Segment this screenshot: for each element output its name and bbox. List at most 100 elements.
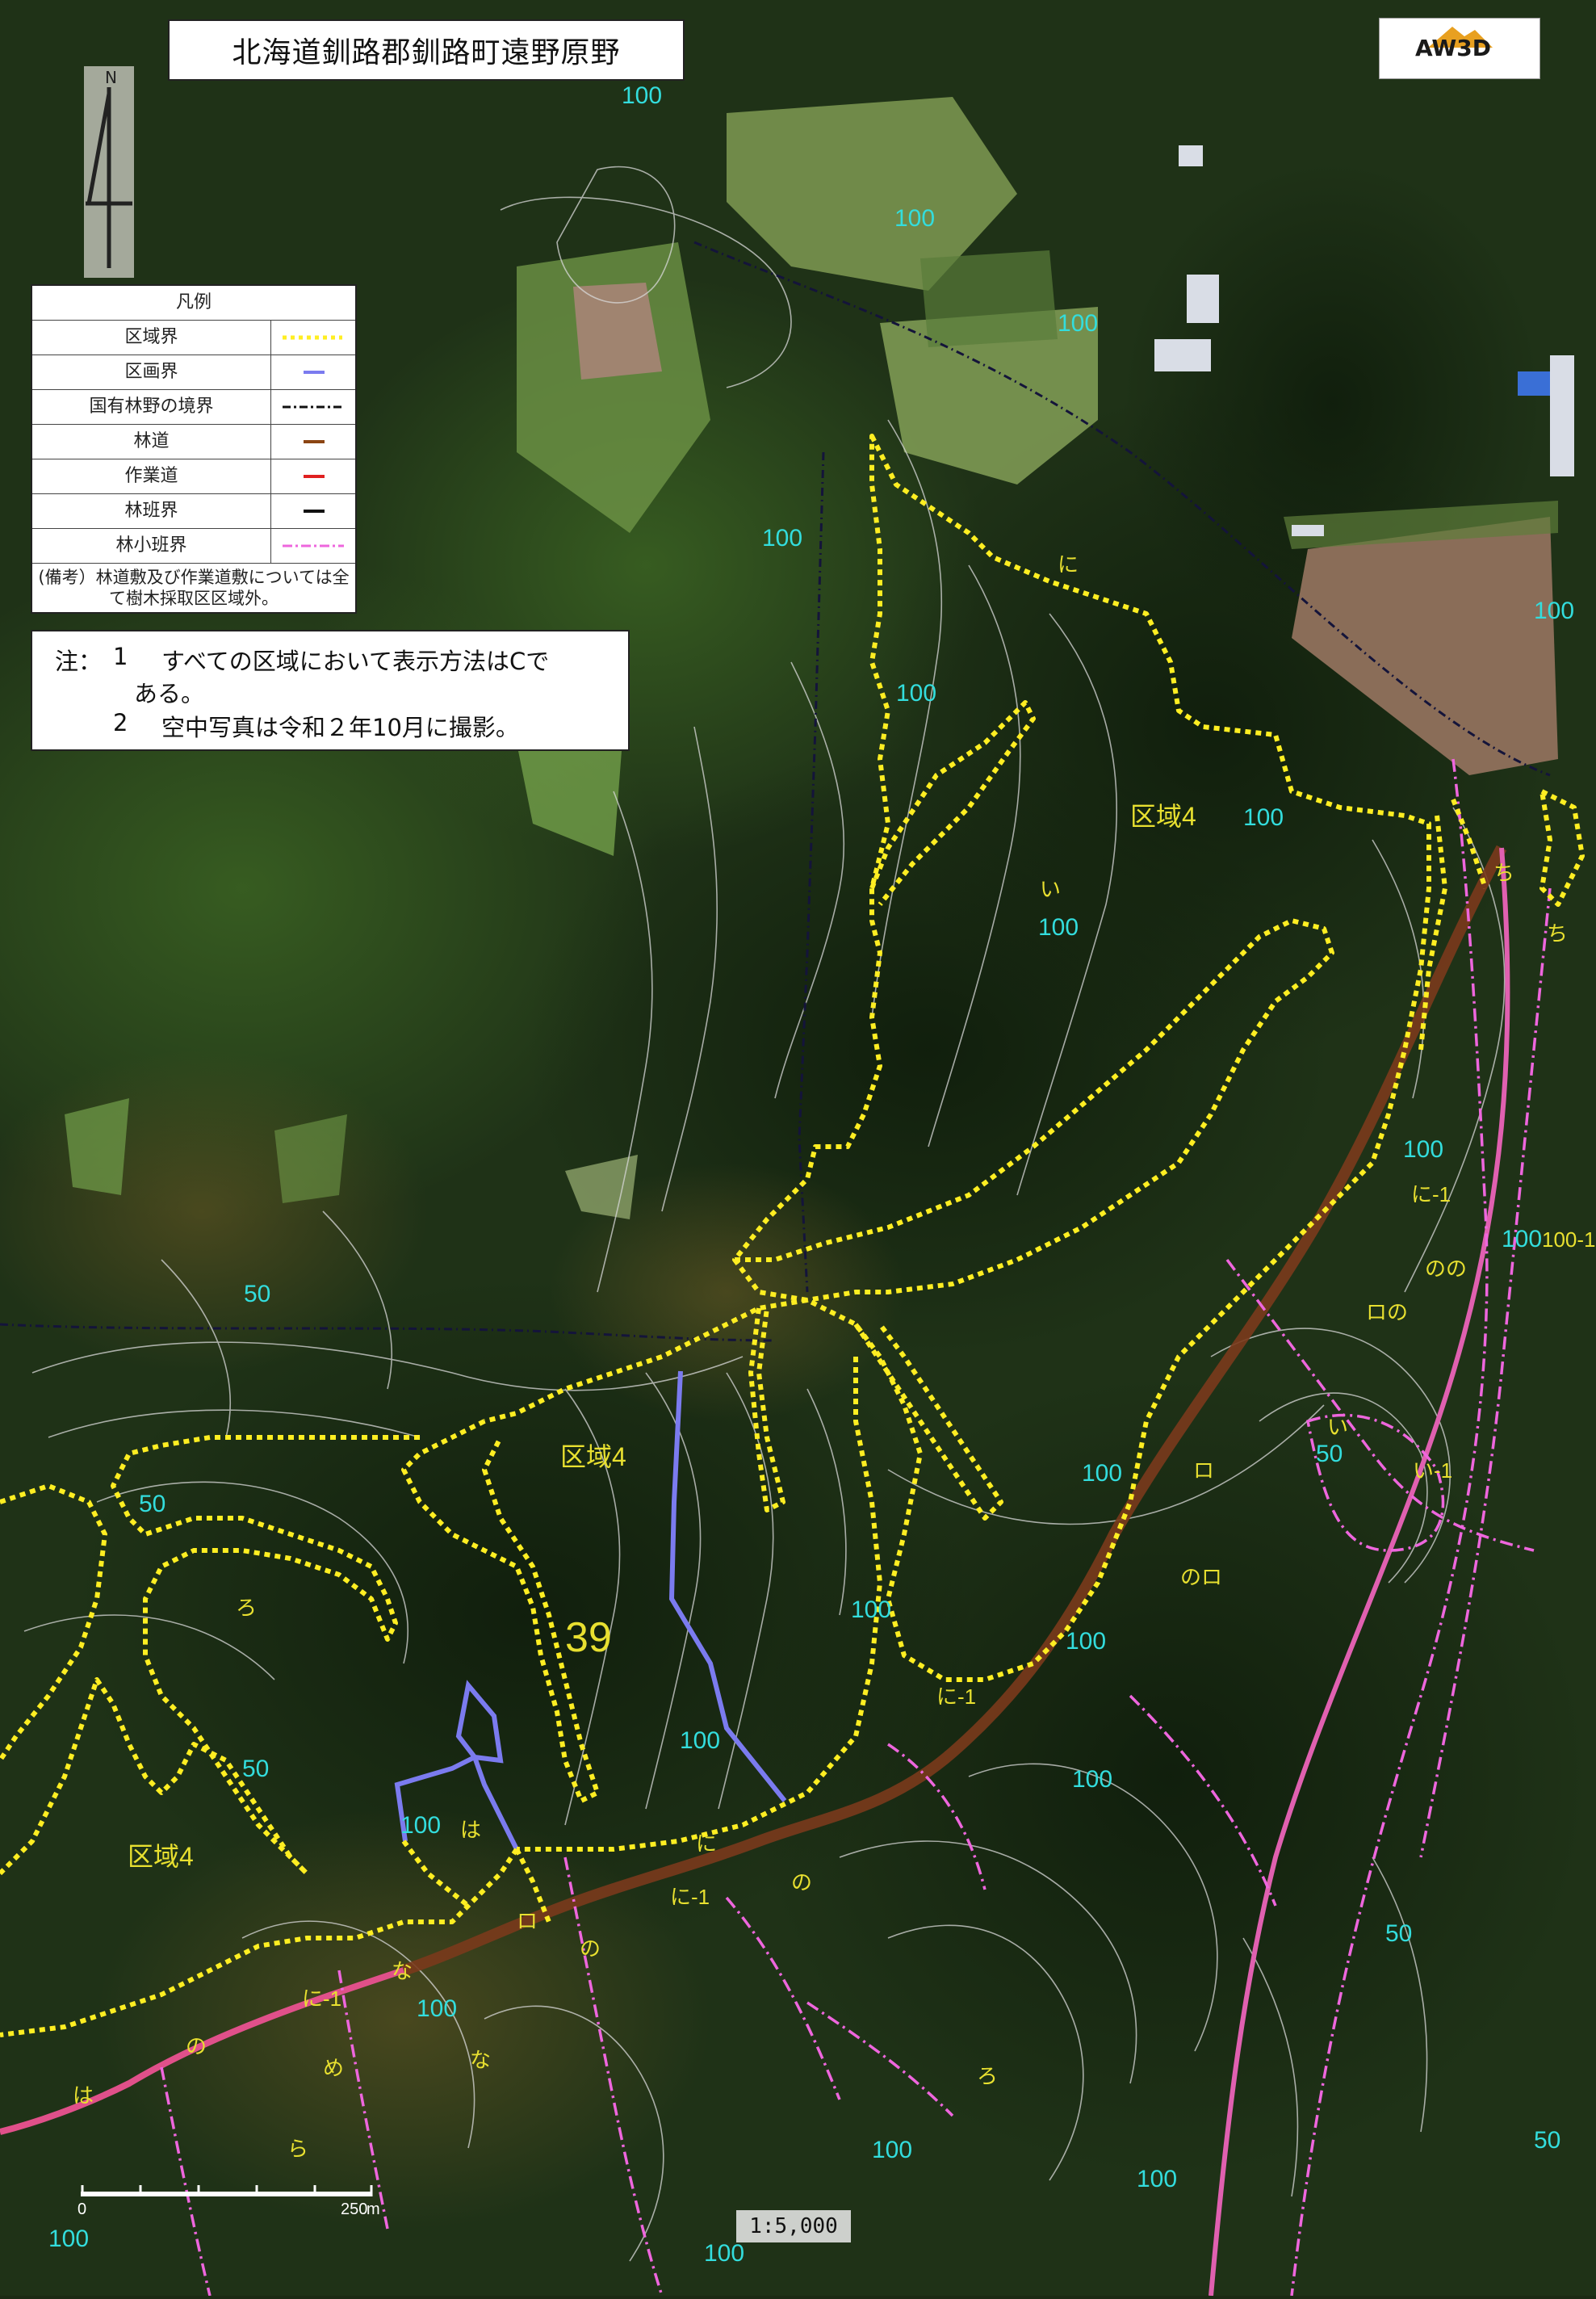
subcompartment-label: ろ (977, 2064, 998, 2088)
red-line-icon (304, 475, 325, 478)
legend-heading: 凡例 (32, 286, 355, 321)
subcompartment-label: ロ (1193, 1458, 1214, 1483)
contour-label: 50 (1534, 2127, 1560, 2154)
pink-dash-dot-line-icon (283, 544, 344, 547)
contour-label: 100 (851, 1596, 891, 1623)
contour-label: 100 (1058, 310, 1098, 337)
legend-row-zone: 区域界 (32, 321, 355, 355)
subcompartment-label: に-1 (302, 1986, 341, 2011)
area-labels: 区域4 区域4 区域4 (128, 802, 1196, 1871)
contour-label: 50 (1385, 1920, 1412, 1947)
notes-box: 注： 1 すべての区域において表示方法はCで ある。 2 空中写真は令和２年10… (31, 630, 630, 751)
subcompartment-label: に (696, 1831, 717, 1856)
area-label: 区域4 (1130, 802, 1196, 831)
map-title: 北海道釧路郡釧路町遠野原野 (232, 36, 621, 69)
area-label: 区域4 (128, 1842, 194, 1871)
yellow-dotted-line-icon (283, 335, 342, 340)
subcompartment-label: ロ (517, 1909, 538, 1933)
legend-row-subcompartment: 林小班界 (32, 529, 355, 564)
contour-label: 100 (48, 2226, 89, 2252)
contour-label: 100 (762, 525, 802, 552)
legend-row-compartment: 林班界 (32, 494, 355, 529)
legend-label: 林班界 (32, 494, 271, 528)
note-1-text: すべての区域において表示方法はCで (161, 648, 550, 675)
buildings (1154, 145, 1574, 536)
subcompartment-label: の (580, 1936, 601, 1961)
contour-label: 100 (622, 82, 662, 109)
contour-label: 50 (1316, 1441, 1343, 1467)
subcompartment-label: ロの (1366, 1300, 1408, 1324)
note-1-number: 1 (113, 643, 128, 670)
contour-label: 100 (1082, 1460, 1122, 1487)
subcompartment-label: に (1058, 552, 1079, 577)
legend-label: 作業道 (32, 459, 271, 493)
contour-label: 50 (139, 1491, 165, 1517)
contour-label: 50 (242, 1756, 269, 1782)
scale-bar-graphic: 0 250 m (77, 2185, 380, 2218)
subcompartment-label: ち (1493, 861, 1514, 885)
note-1-continuation: ある。 (134, 680, 205, 707)
legend-row-forest-road: 林道 (32, 425, 355, 459)
subcompartment-label: のロ (1180, 1565, 1222, 1589)
north-label: N (105, 68, 117, 87)
subcompartment-label: ら (287, 2137, 308, 2161)
blue-line-icon (304, 371, 325, 374)
aw3d-logo: AW3D (1379, 18, 1540, 79)
contour-label: 100 (1072, 1766, 1112, 1793)
contour-label: 100 (680, 1727, 720, 1754)
contour-label: 100 (894, 205, 935, 232)
black-dash-dot-line-icon (283, 405, 344, 409)
contour-label: 100 (1137, 2166, 1177, 2192)
contour-label: 100 (1038, 914, 1079, 941)
note-2-text: 空中写真は令和２年10月に撮影。 (161, 714, 519, 741)
legend: 凡例 区域界 区画界 国有林野の境界 林道 作業道 林班界 林小班界 (31, 284, 357, 614)
legend-label: 林道 (32, 425, 271, 459)
subcompartment-label: に-1 (670, 1885, 710, 1909)
subcompartment-label: な (470, 2048, 491, 2072)
fields (65, 97, 1558, 1219)
black-line-icon (304, 510, 325, 513)
legend-note: (備考）林道敷及び作業道敷については全て樹木採取区区域外。 (38, 568, 350, 608)
subcompartment-label: に-1 (1411, 1182, 1451, 1206)
contour-label: 100 (1502, 1226, 1542, 1252)
subcompartment-boundaries (160, 758, 1552, 2297)
contour-label: 100 (1534, 598, 1574, 624)
forest-road (0, 845, 1510, 2297)
north-arrow-icon (86, 87, 132, 268)
contour-label: 100 (704, 2240, 744, 2267)
legend-label: 区画界 (32, 355, 271, 389)
subcompartment-label: 100-1 (1542, 1227, 1596, 1252)
legend-label: 国有林野の境界 (32, 390, 271, 424)
legend-label: 林小班界 (32, 529, 271, 563)
subcompartment-label: い-1 (1413, 1458, 1452, 1483)
subcompartment-label: に-1 (936, 1684, 976, 1709)
division-boundaries (394, 1370, 787, 1851)
contour-label: 100 (872, 2137, 912, 2163)
subcompartment-label: は (73, 2083, 94, 2108)
north-arrow: N (84, 66, 134, 278)
logo-mountain-icon (1428, 27, 1493, 48)
compartment-number: 39 (565, 1614, 612, 1661)
contour-label: 50 (244, 1281, 270, 1307)
contour-label: 100 (400, 1812, 441, 1839)
contour-label: 100 (1066, 1628, 1106, 1655)
scale-ratio: 1:5,000 (736, 2210, 851, 2242)
note-prefix: 注： (55, 648, 103, 675)
subcompartment-label: は (460, 1818, 481, 1842)
subcompartment-label: のの (1425, 1256, 1467, 1281)
area-label: 区域4 (560, 1442, 626, 1471)
scale-zero: 0 (77, 2200, 86, 2216)
logo-text: AW3D (1415, 35, 1492, 61)
map-title-box: 北海道釧路郡釧路町遠野原野 (168, 19, 685, 81)
subcompartment-labels: にいちちに-1ののロのいい-1ロのロ100-1ろはにに-1のなロのに-1のめなは… (73, 552, 1596, 2161)
subcompartment-label: い (1327, 1415, 1348, 1439)
brown-line-icon (304, 440, 325, 443)
contour-label: 100 (896, 680, 936, 707)
subcompartment-label: の (186, 2034, 207, 2058)
contour-label: 100 (1243, 804, 1284, 831)
note-2-number: 2 (113, 709, 128, 736)
subcompartment-label: ろ (236, 1596, 257, 1620)
subcompartment-label: め (323, 2056, 344, 2080)
legend-row-national-forest: 国有林野の境界 (32, 390, 355, 425)
